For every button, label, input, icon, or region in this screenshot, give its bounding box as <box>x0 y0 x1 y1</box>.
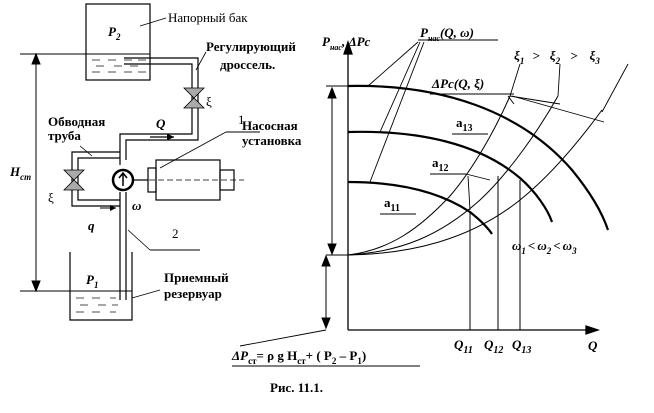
x-axis-label: Q <box>588 338 598 353</box>
pump-curves <box>347 84 610 235</box>
flow-q-label: Q <box>156 116 166 131</box>
formula: ΔPст= ρ g Hст+ ( P2 – P1) <box>231 348 366 366</box>
height-label: Hст <box>9 164 31 182</box>
a11-label: a11 <box>384 195 400 214</box>
throttle-caption-2: дроссель. <box>220 57 275 72</box>
height-dimension <box>20 52 88 293</box>
lower-tank-label: P1 <box>86 272 98 290</box>
throttle-valve <box>183 87 205 109</box>
upper-tank-caption: Напорный бак <box>168 10 248 25</box>
bypass-valve <box>63 169 85 191</box>
upper-tank-label: P2 <box>108 24 121 42</box>
pump <box>111 168 135 192</box>
lower-tank-caption-1: Приемный <box>164 270 229 285</box>
upper-tank <box>85 3 151 81</box>
bypass-caption-2: труба <box>48 128 81 143</box>
pump-caption-2: установка <box>242 133 302 148</box>
graph-axes <box>343 39 601 335</box>
pump-curve-label: Pнас(Q, ω) <box>420 25 474 43</box>
bypass-xi: ξ <box>48 190 54 205</box>
a12-label: a12 <box>432 155 449 174</box>
lower-tank <box>69 252 133 321</box>
system-curve-leaders <box>507 95 605 123</box>
y-axis-label: Pнас, ΔPс <box>322 34 371 52</box>
discharge-pipe <box>119 57 199 165</box>
pump-omega: ω <box>132 198 141 213</box>
bypass-q: q <box>88 218 95 233</box>
bypass-pipe <box>71 151 120 207</box>
pump-curve-leaders <box>367 41 425 183</box>
q12-label: Q12 <box>484 337 503 356</box>
q13-label: Q13 <box>512 337 531 356</box>
suction-pipe <box>119 192 127 300</box>
xi-order: ξ1>ξ2>ξ3 <box>514 48 600 66</box>
q11-label: Q11 <box>454 337 473 356</box>
pump-caption-1: Насосная <box>242 118 298 133</box>
system-curves <box>347 95 603 256</box>
a-leaders <box>465 173 491 211</box>
lower-tank-caption-2: резервуар <box>164 286 222 301</box>
pump-number-1: 1 <box>238 112 245 127</box>
pump-number-2: 2 <box>172 226 179 241</box>
throttle-xi: ξ <box>206 94 212 109</box>
a13-label: a13 <box>456 115 473 134</box>
throttle-caption-1: Регулирующий <box>206 39 296 54</box>
figure-caption: Рис. 11.1. <box>270 380 323 395</box>
system-curve-label: ΔPс(Q, ξ) <box>431 76 484 91</box>
omega-order: ω1<ω2<ω3 <box>512 238 577 256</box>
q-verticals <box>469 176 521 330</box>
motor <box>133 159 244 201</box>
bypass-caption-1: Обводная <box>48 114 105 129</box>
xi-leaders <box>509 63 629 113</box>
graph-dimensions <box>321 85 348 330</box>
